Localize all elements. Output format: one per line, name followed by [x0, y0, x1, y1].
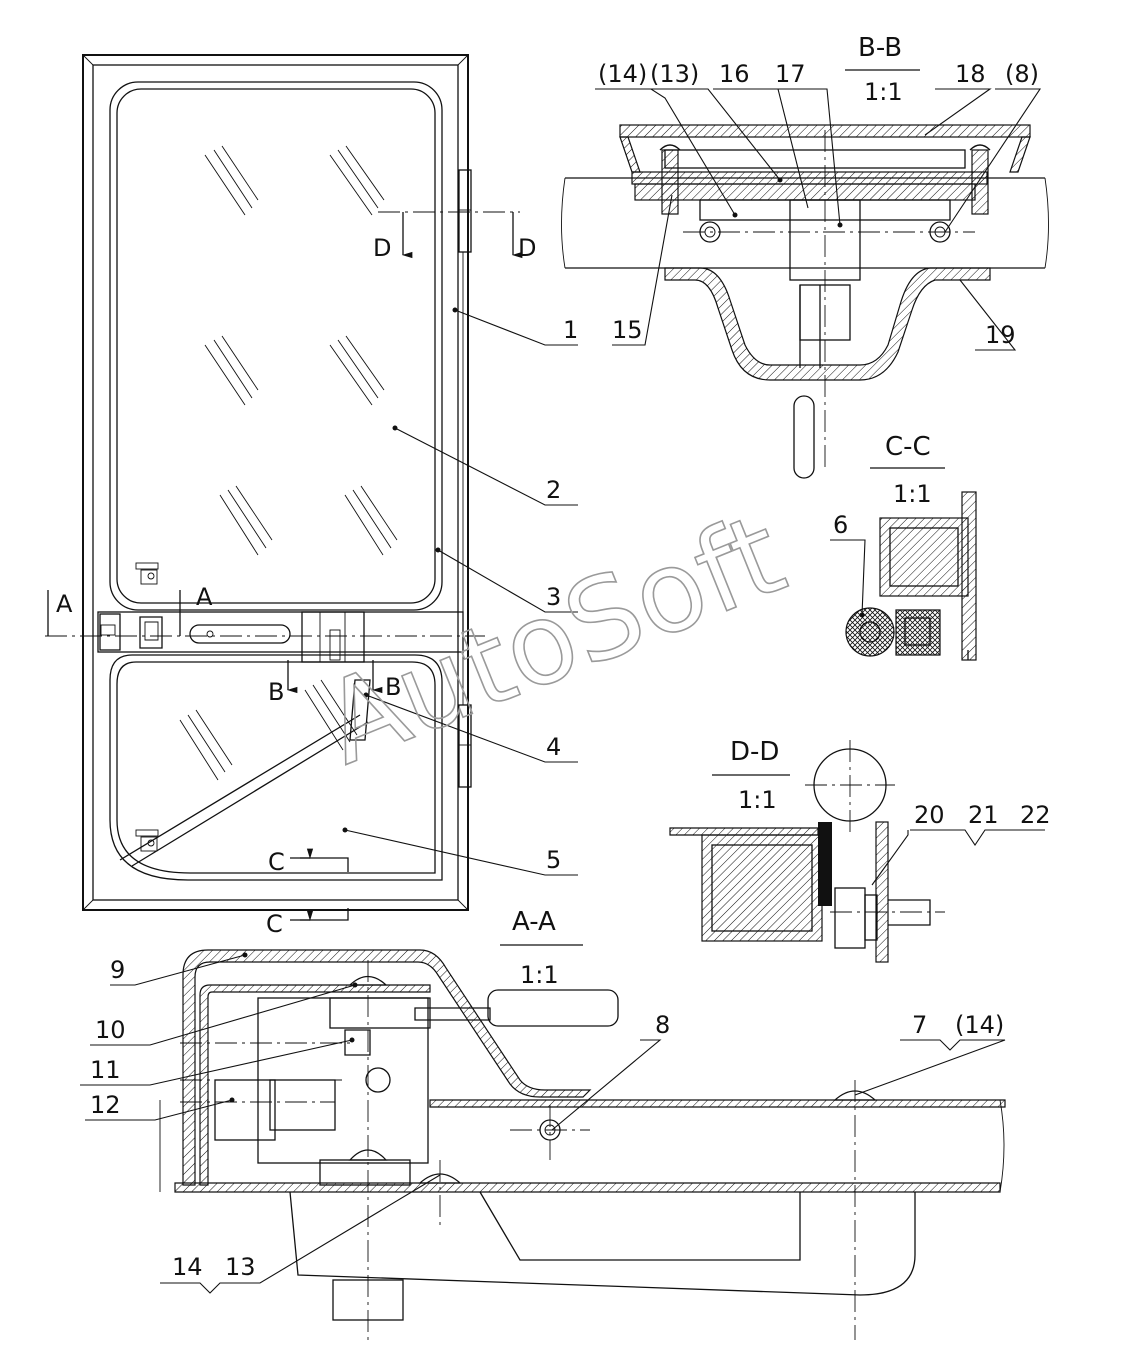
callout-15: 15	[612, 316, 643, 344]
bb-scale: 1:1	[864, 78, 903, 106]
section-lines	[45, 211, 523, 922]
diagonal-brace	[119, 679, 371, 867]
hinges	[458, 169, 472, 788]
section-cc-view	[845, 467, 977, 661]
section-mark-b-right: B	[385, 673, 401, 701]
callout-19: 19	[985, 321, 1016, 349]
callout-18: 18	[955, 60, 986, 88]
callout-6: 6	[833, 511, 848, 539]
section-dd-view	[669, 740, 945, 963]
cc-scale: 1:1	[893, 480, 932, 508]
callout-5: 5	[546, 846, 561, 874]
section-mark-a-right: A	[196, 583, 213, 611]
section-mark-a-left: A	[56, 590, 73, 618]
callout-7b: (14)	[955, 1011, 1004, 1039]
callout-9: 9	[110, 956, 125, 984]
aa-scale: 1:1	[520, 961, 559, 989]
callout-13b: (13)	[650, 60, 699, 88]
callout-8b: (8)	[1005, 60, 1039, 88]
dd-scale: 1:1	[738, 786, 777, 814]
section-mark-c-bottom: C	[266, 910, 283, 938]
leader-lines	[80, 88, 1045, 1294]
section-mark-d-left: D	[373, 234, 391, 262]
callout-12: 12	[90, 1091, 121, 1119]
callout-13: 13	[225, 1253, 256, 1281]
callout-7: 7	[912, 1011, 927, 1039]
callout-10: 10	[95, 1016, 126, 1044]
section-mark-b-left: B	[268, 678, 284, 706]
callout-1: 1	[563, 316, 578, 344]
cc-title: C-C	[885, 432, 931, 462]
section-aa-view	[159, 944, 1006, 1345]
callout-17: 17	[775, 60, 806, 88]
callout-14b: (14)	[598, 60, 647, 88]
section-mark-c-top: C	[268, 848, 285, 876]
callout-2: 2	[546, 476, 561, 504]
callout-11: 11	[90, 1056, 121, 1084]
door-main-view	[45, 54, 523, 922]
callout-14: 14	[172, 1253, 203, 1281]
callout-20: 20	[914, 801, 945, 829]
bb-title: B-B	[858, 33, 902, 63]
aa-title: A-A	[512, 907, 556, 937]
callout-3: 3	[546, 583, 561, 611]
section-mark-d-right: D	[518, 234, 536, 262]
callout-4: 4	[546, 733, 561, 761]
lower-glass	[109, 654, 443, 881]
callout-21: 21	[968, 801, 999, 829]
section-bb-view	[561, 69, 1049, 479]
dd-title: D-D	[730, 737, 779, 767]
callout-16: 16	[719, 60, 750, 88]
upper-glass	[109, 81, 443, 611]
callout-8: 8	[655, 1011, 670, 1039]
callout-22: 22	[1020, 801, 1051, 829]
